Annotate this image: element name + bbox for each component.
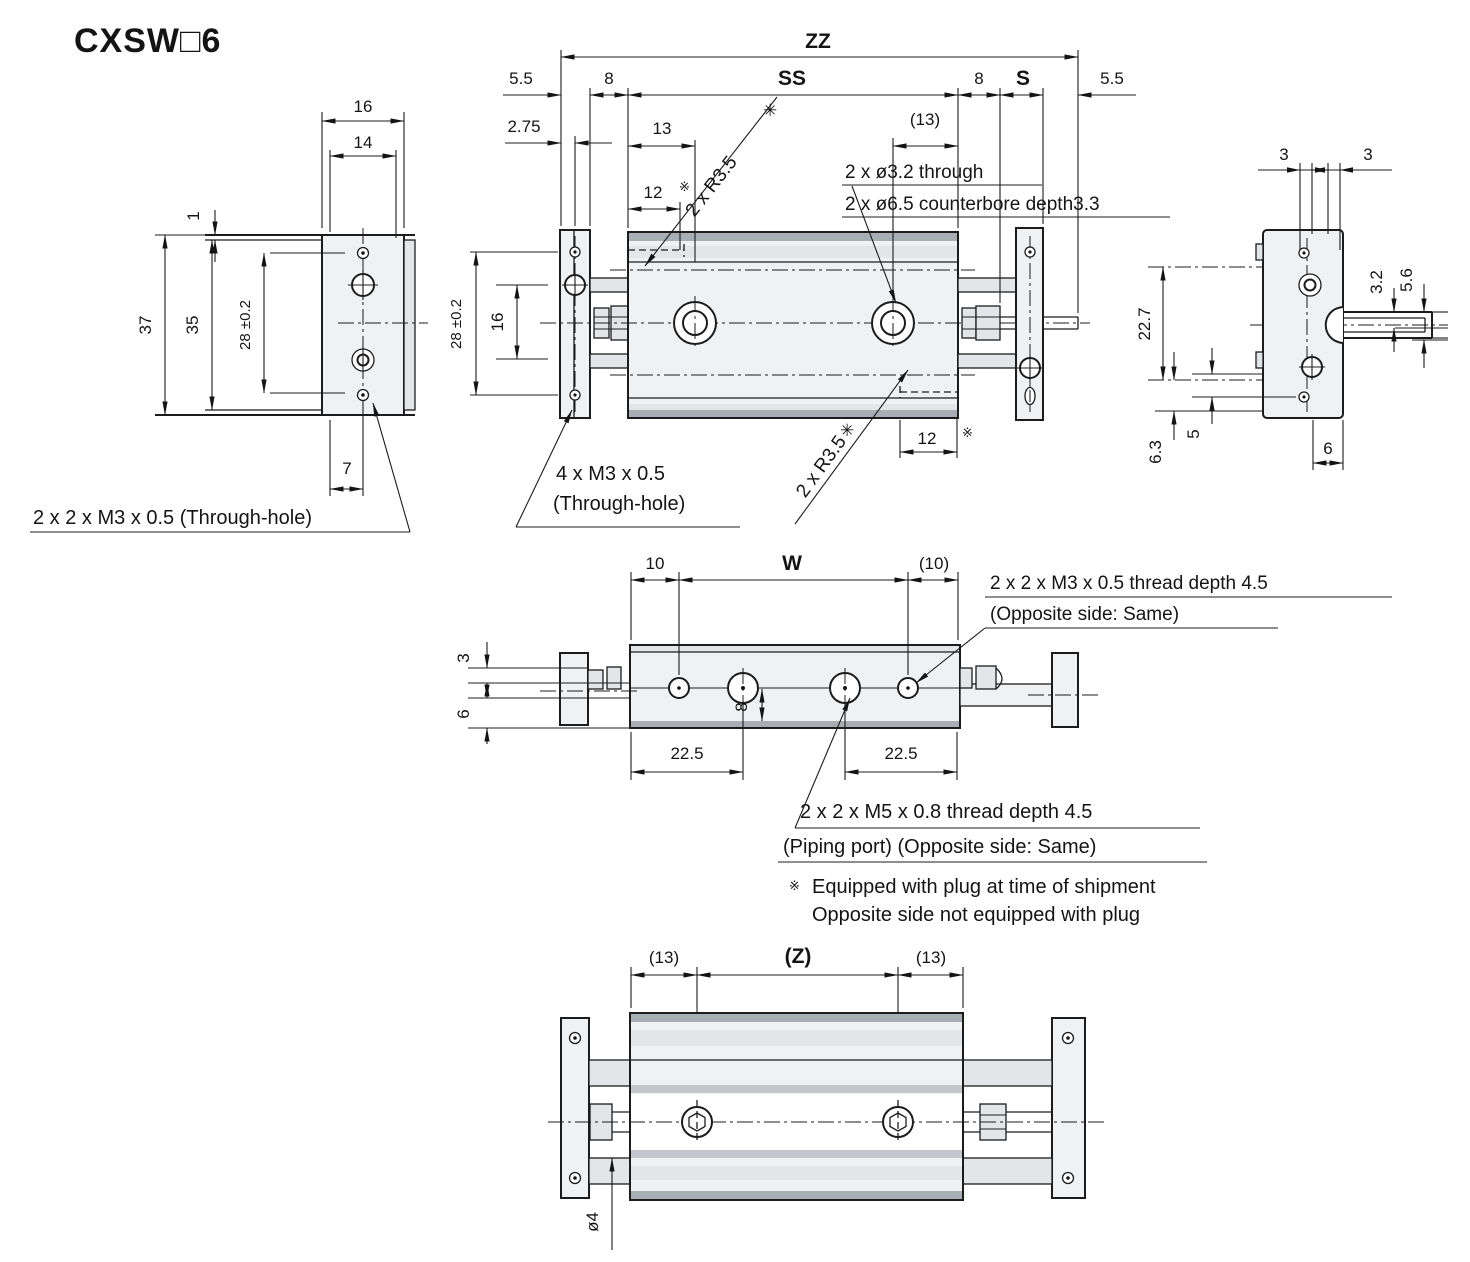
rod-notch	[1324, 306, 1344, 344]
dim-8-front-label: 8	[732, 702, 751, 711]
dim-5-label: 5	[1184, 429, 1203, 438]
dim-12-bottom-reference-mark: ※	[962, 425, 973, 440]
dim-5-5-left-label: 5.5	[509, 69, 533, 88]
dim-5-6-label: 5.6	[1397, 268, 1416, 292]
socket-screw-right-icon	[882, 1100, 914, 1144]
dim-w-label: W	[782, 552, 802, 575]
dim-3-2-label: 3.2	[1367, 270, 1386, 294]
r35-top-asterisk: ✳	[763, 101, 777, 120]
dim-5-5-right-label: 5.5	[1100, 69, 1124, 88]
dim-zz-label: ZZ	[805, 30, 831, 53]
m3-thread-callout-line1: 2 x 2 x M3 x 0.5 thread depth 4.5	[990, 573, 1268, 594]
guide-rod-right-lower	[957, 353, 1017, 369]
r35-bottom-callout: 2 x R3.5	[792, 432, 851, 502]
dim-13-left-label: (13)	[649, 948, 679, 967]
mounting-hole-bottom-icon	[356, 388, 370, 402]
dim-2-75-label: 2.75	[507, 117, 540, 136]
m3-thread-callout-line2: (Opposite side: Same)	[990, 604, 1179, 625]
m3-callout-line1: 4 x M3 x 0.5	[556, 463, 665, 485]
dim-3-front-label: 3	[454, 653, 473, 662]
right-plate-bottom	[1051, 1017, 1086, 1199]
dim-6-label: 6	[1323, 439, 1332, 458]
rod-end-block-left	[559, 652, 589, 726]
counterbore-hole-left-icon	[673, 296, 717, 350]
rod-end-block-right	[1051, 652, 1079, 728]
dim-s-label: S	[1016, 67, 1030, 90]
dim-7-label: 7	[342, 459, 351, 478]
bottom-view: (13) (Z) (13)	[548, 945, 1108, 1250]
dim-12-top-reference-mark: ※	[679, 179, 690, 194]
dim-22-7-label: 22.7	[1135, 307, 1154, 340]
dim-37-label: 37	[136, 316, 155, 335]
dim-dia4-label: ø4	[583, 1212, 602, 1232]
top-view: ZZ 5.5 8 SS 8 S 5.5 2.75 13 12 ※ 2 x R3.…	[448, 30, 1170, 528]
dim-z-label: (Z)	[785, 945, 812, 968]
drawing-title: CXSW□6	[74, 22, 221, 60]
right-side-view: 3 3 22.7 3.2 5.6 6.3 5 6	[1135, 145, 1448, 470]
guide-rod-lower-left	[588, 1157, 631, 1185]
dim-13-paren-label: (13)	[910, 110, 940, 129]
dim-1-label: 1	[184, 211, 203, 220]
dim-12-bottom-label: 12	[918, 429, 937, 448]
m3-callout-line2: (Through-hole)	[553, 493, 685, 515]
dim-6-3-label: 6.3	[1146, 440, 1165, 464]
dim-14-label: 14	[354, 133, 373, 152]
r35-top-callout: 2 x R3.5	[682, 152, 742, 221]
counterbore-hole-icon	[351, 346, 375, 374]
counterbore-hole-right-icon	[871, 296, 915, 350]
guide-rod-left-lower	[589, 353, 629, 369]
dim-13-label: 13	[653, 119, 672, 138]
dim-8-right-label: 8	[974, 69, 983, 88]
dim-12-top-label: 12	[644, 183, 663, 202]
dim-28-top-label: 28 ±0.2	[448, 299, 465, 349]
guide-rod-upper-left	[588, 1059, 631, 1087]
r35-bottom-asterisk: ✳	[840, 421, 854, 440]
note-line2: Opposite side not equipped with plug	[812, 904, 1140, 926]
dim-10-paren-label: (10)	[919, 554, 949, 573]
rod-hole-icon	[348, 270, 378, 300]
dim-3-right-label: 3	[1363, 145, 1372, 164]
dim-22-5-right-label: 22.5	[884, 744, 917, 763]
guide-rod-right-upper	[957, 277, 1017, 293]
dim-22-5-left-label: 22.5	[670, 744, 703, 763]
dim-28-label: 28 ±0.2	[237, 300, 254, 350]
dim-10-label: 10	[646, 554, 665, 573]
mounting-hole-top-icon	[356, 246, 370, 260]
m5-piping-callout-line1: 2 x 2 x M5 x 0.8 thread depth 4.5	[800, 801, 1092, 823]
dim-35-label: 35	[183, 316, 202, 335]
counterbore-note: 2 x ø6.5 counterbore depth3.3	[845, 194, 1100, 215]
through-hole-note: 2 x ø3.2 through	[845, 162, 983, 183]
dim-16-top-label: 16	[488, 313, 507, 332]
dim-6-front-label: 6	[454, 709, 473, 718]
note-reference-mark: ※	[789, 878, 800, 893]
guide-rod-upper-right	[962, 1059, 1053, 1087]
left-flange-plate-bottom	[560, 1017, 590, 1199]
front-view: 10 W (10) 2 x 2 x M3 x 0.5 thread depth …	[454, 552, 1392, 926]
socket-screw-left-icon	[681, 1100, 713, 1144]
dim-16-label: 16	[354, 97, 373, 116]
left-side-view: 16 14 1 37 35 28 ±0.2 7 2 x 2 x M3 x 0.5…	[30, 97, 428, 533]
dim-ss-label: SS	[778, 67, 806, 90]
dim-13-right-label: (13)	[916, 948, 946, 967]
dim-3-left-label: 3	[1279, 145, 1288, 164]
through-hole-callout: 2 x 2 x M3 x 0.5 (Through-hole)	[33, 507, 312, 529]
thread-hole-row	[668, 668, 919, 708]
m5-piping-callout-line2: (Piping port) (Opposite side: Same)	[783, 836, 1096, 858]
guide-rod-left-upper	[589, 277, 629, 293]
note-line1: Equipped with plug at time of shipment	[812, 876, 1156, 898]
end-plate-edge	[403, 239, 416, 411]
guide-rod-lower-right	[962, 1157, 1053, 1185]
dim-8-left-label: 8	[604, 69, 613, 88]
